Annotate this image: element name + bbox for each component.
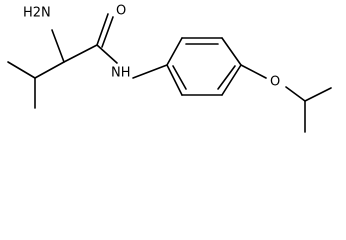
chemical-structure-diagram: H2N O NH O bbox=[7, 4, 332, 133]
amide-nitrogen-label: NH bbox=[111, 66, 131, 81]
ring-bond-4 bbox=[221, 64, 242, 96]
bond-carbonyl-amide-n bbox=[96, 44, 118, 64]
bond-alpha-amine bbox=[51, 29, 65, 63]
bond-isopropyl-ch bbox=[34, 61, 65, 79]
ring-bond-6 bbox=[166, 64, 183, 96]
amine-label: H2N bbox=[23, 6, 51, 21]
bond-ether-o-ch bbox=[285, 86, 306, 102]
ring-double-left bbox=[172, 65, 187, 90]
bond-carbonyl-double-a bbox=[96, 13, 109, 46]
carbonyl-oxygen-label: O bbox=[116, 4, 126, 19]
ring-double-right bbox=[217, 65, 236, 90]
bond-alpha-carbonyl bbox=[63, 44, 98, 63]
bond-right-methyl-up bbox=[304, 87, 332, 102]
bond-carbonyl-double-b bbox=[101, 16, 114, 48]
ring-bond-1 bbox=[166, 37, 183, 66]
bond-ring-ether-o bbox=[240, 64, 267, 79]
bond-amide-n-ring bbox=[132, 64, 168, 79]
bond-methyl-left bbox=[7, 61, 36, 79]
ring-bond-3 bbox=[221, 37, 242, 66]
ether-oxygen-label: O bbox=[270, 75, 280, 90]
